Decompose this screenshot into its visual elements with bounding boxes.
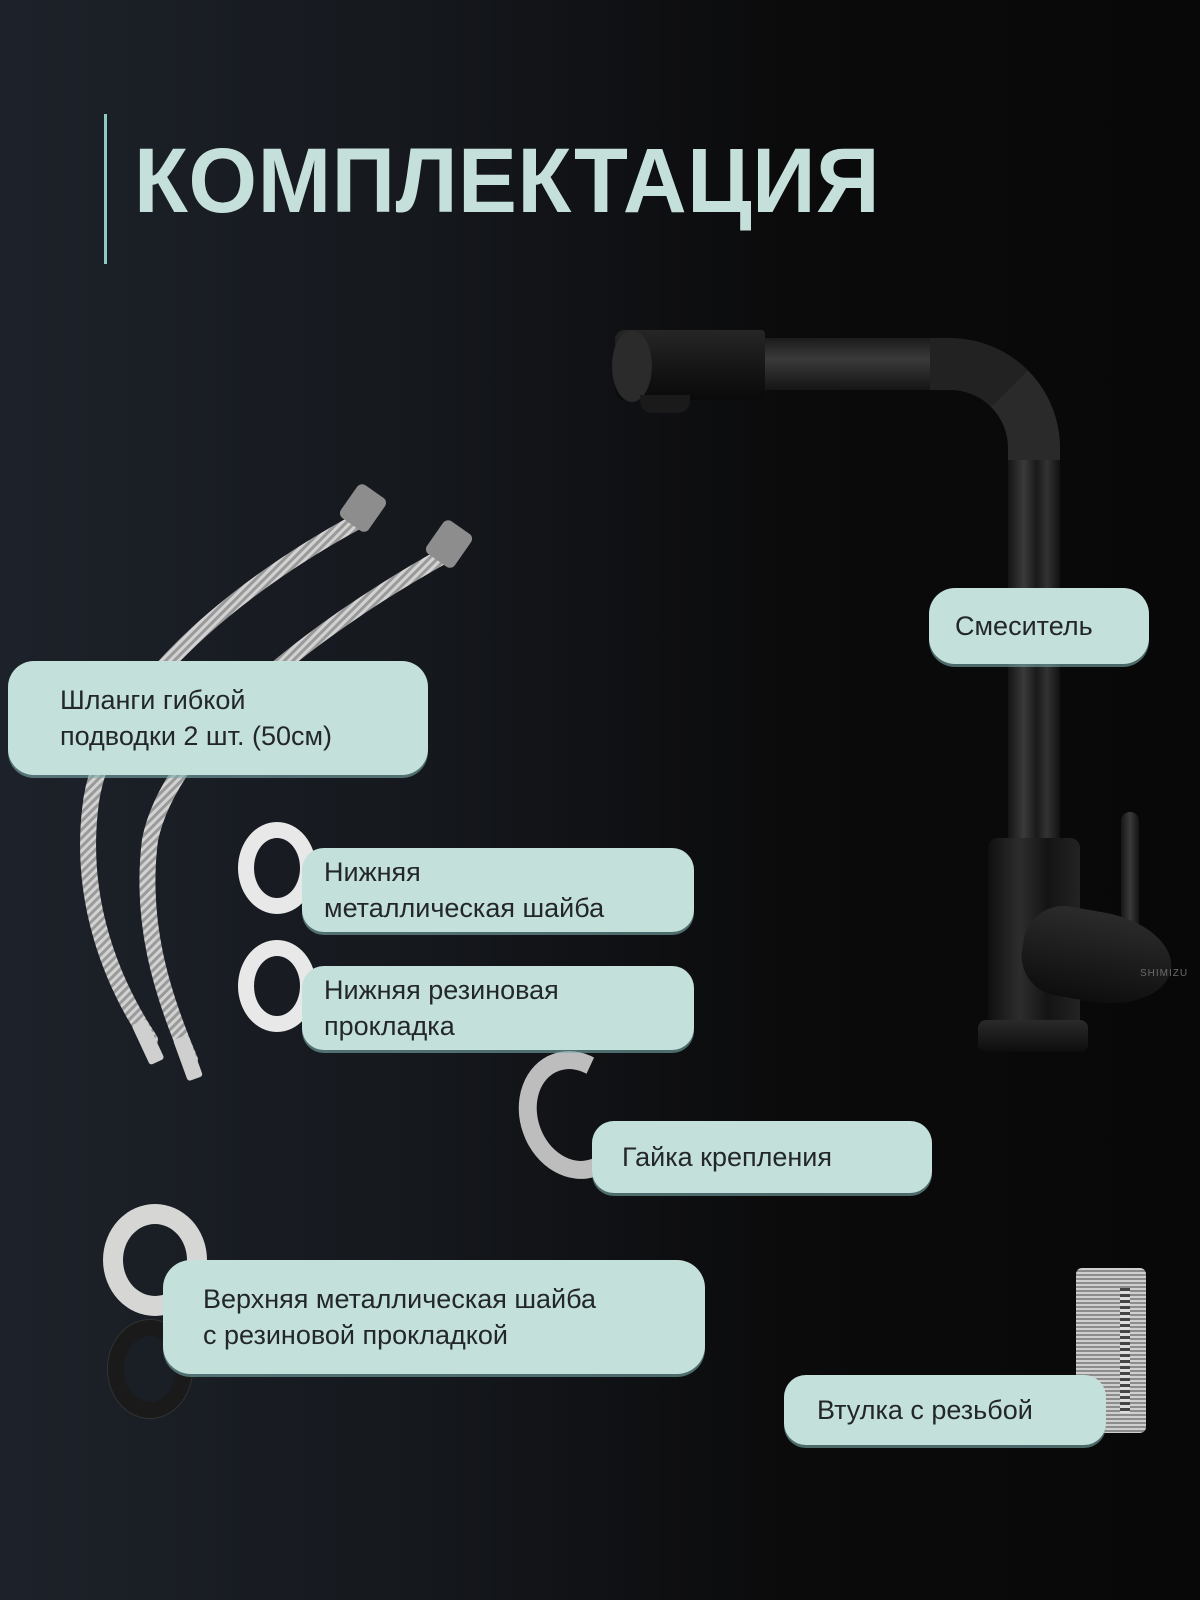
label-lower-metal-washer: Нижняя металлическая шайба xyxy=(302,848,694,932)
faucet-base xyxy=(978,1020,1088,1052)
faucet-aerator xyxy=(640,395,690,413)
label-mixer-line-1: Смеситель xyxy=(955,611,1093,641)
label-lower-metal-washer-line-1: Нижняя xyxy=(324,857,421,887)
label-lower-rubber-gasket-line-2: прокладка xyxy=(324,1011,455,1041)
label-lower-rubber-gasket: Нижняя резиновая прокладка xyxy=(302,966,694,1050)
label-mixer: Смеситель xyxy=(929,588,1149,664)
label-hoses: Шланги гибкой подводки 2 шт. (50см) xyxy=(8,661,428,775)
label-mounting-nut-line-1: Гайка крепления xyxy=(622,1142,832,1172)
label-threaded-sleeve-line-1: Втулка с резьбой xyxy=(817,1395,1033,1425)
faucet-spout-bend xyxy=(930,338,1060,468)
label-mounting-nut: Гайка крепления xyxy=(592,1121,932,1193)
label-lower-rubber-gasket-line-1: Нижняя резиновая xyxy=(324,975,559,1005)
page-title: КОМПЛЕКТАЦИЯ xyxy=(134,130,881,232)
hose-pair-graphic xyxy=(80,484,473,1081)
faucet-brand-mark: SHIMIZU xyxy=(1140,968,1189,979)
label-hoses-line-1: Шланги гибкой xyxy=(60,685,246,715)
label-lower-metal-washer-line-2: металлическая шайба xyxy=(324,893,605,923)
title-accent-bar xyxy=(104,114,107,264)
faucet-spout-cap xyxy=(612,330,652,402)
label-upper-washer-line-2: с резиновой прокладкой xyxy=(203,1320,508,1350)
label-upper-washer: Верхняя металлическая шайба с резиновой … xyxy=(163,1260,705,1374)
label-threaded-sleeve: Втулка с резьбой xyxy=(784,1375,1106,1445)
label-hoses-line-2: подводки 2 шт. (50см) xyxy=(60,721,333,751)
label-upper-washer-line-1: Верхняя металлическая шайба xyxy=(203,1284,596,1314)
